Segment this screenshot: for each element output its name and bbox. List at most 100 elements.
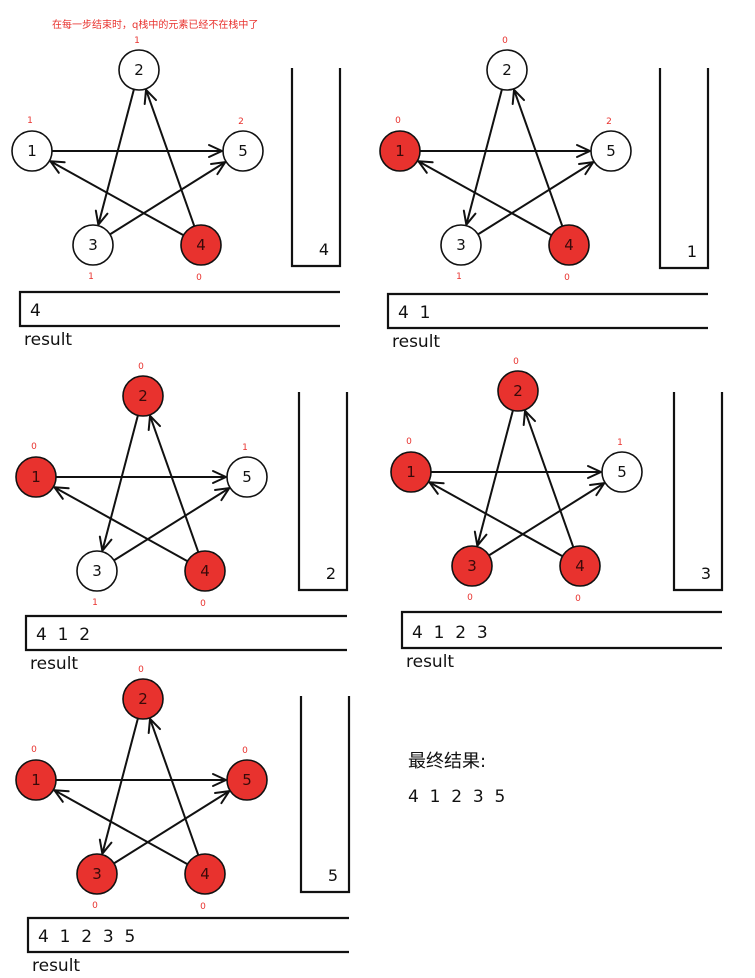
node-3-unvisited — [440, 224, 482, 266]
edge-2-to-3 — [101, 718, 139, 854]
node-label-4: 4 — [564, 236, 574, 254]
edge-3-to-5 — [113, 790, 230, 865]
node-3-visited — [76, 853, 118, 895]
edge-2-to-3 — [97, 89, 135, 225]
result-bar — [400, 610, 722, 650]
edge-4-to-1 — [53, 789, 189, 866]
edge-4-to-1 — [417, 160, 553, 237]
in-degree-2: 0 — [138, 362, 144, 372]
node-label-5: 5 — [617, 463, 627, 481]
edge-arrowhead-4-to-2 — [522, 409, 537, 427]
in-degree-1: 1 — [27, 116, 33, 126]
node-label-5: 5 — [606, 142, 616, 160]
in-degree-1: 0 — [31, 442, 37, 452]
node-3-unvisited — [76, 550, 118, 592]
node-label-2: 2 — [138, 387, 148, 405]
result-label: result — [24, 330, 72, 350]
in-degree-4: 0 — [575, 594, 581, 604]
node-1-visited — [15, 759, 57, 801]
result-label: result — [32, 956, 80, 976]
edge-arrowhead-2-to-3 — [462, 209, 477, 226]
edge-arrowhead-1-to-5 — [208, 144, 223, 158]
result-label: result — [406, 652, 454, 672]
in-degree-1: 0 — [395, 116, 401, 126]
result-value: 4 — [30, 301, 41, 321]
node-2-visited — [497, 370, 539, 412]
edge-arrowhead-2-to-3 — [473, 530, 488, 547]
node-1-visited — [379, 130, 421, 172]
edge-arrowhead-4-to-1 — [53, 789, 70, 803]
node-2-visited — [122, 375, 164, 417]
edge-arrowhead-2-to-3 — [98, 838, 113, 855]
result-value: 4 1 2 — [36, 625, 90, 645]
edge-arrowhead-4-to-1 — [417, 160, 434, 174]
node-4-visited — [184, 853, 226, 895]
in-degree-2: 0 — [513, 357, 519, 367]
stack-container — [672, 392, 724, 592]
node-label-1: 1 — [406, 463, 416, 481]
node-label-1: 1 — [31, 771, 41, 789]
edge-4-to-2 — [513, 89, 564, 227]
stack-value: 3 — [701, 564, 711, 583]
stack-container — [299, 696, 351, 894]
node-1-visited — [15, 456, 57, 498]
node-2-visited — [122, 678, 164, 720]
node-label-5: 5 — [242, 771, 252, 789]
in-degree-1: 0 — [406, 437, 412, 447]
node-label-3: 3 — [456, 236, 466, 254]
result-bar — [386, 292, 708, 330]
result-value: 4 1 2 3 5 — [38, 927, 135, 947]
edge-arrowhead-4-to-2 — [511, 88, 526, 106]
edge-arrowhead-4-to-1 — [53, 486, 70, 500]
edge-arrowhead-2-to-3 — [94, 209, 109, 226]
in-degree-5: 2 — [238, 117, 244, 127]
in-degree-1: 0 — [31, 745, 37, 755]
in-degree-3: 1 — [456, 272, 462, 282]
edge-arrowhead-2-to-3 — [98, 535, 113, 552]
in-degree-2: 1 — [134, 36, 140, 46]
edge-arrowhead-3-to-5 — [578, 161, 595, 176]
result-value: 4 1 — [398, 303, 430, 323]
node-4-visited — [180, 224, 222, 266]
edge-3-to-5 — [113, 487, 230, 562]
node-4-visited — [559, 545, 601, 587]
stack-container — [297, 392, 349, 592]
stack-container — [658, 68, 710, 270]
node-1-visited — [390, 451, 432, 493]
result-label: result — [392, 332, 440, 352]
node-5-unvisited — [222, 130, 264, 172]
edge-arrowhead-3-to-5 — [589, 482, 606, 497]
in-degree-4: 0 — [200, 902, 206, 912]
in-degree-4: 0 — [196, 273, 202, 283]
result-value: 4 1 2 3 — [412, 623, 488, 643]
edge-4-to-2 — [145, 89, 196, 227]
in-degree-3: 1 — [92, 598, 98, 608]
node-label-1: 1 — [27, 142, 37, 160]
node-4-visited — [548, 224, 590, 266]
stack-container — [290, 68, 342, 268]
in-degree-5: 0 — [242, 746, 248, 756]
edge-4-to-2 — [149, 415, 200, 553]
stack-value: 1 — [687, 242, 697, 261]
node-label-5: 5 — [242, 468, 252, 486]
edge-arrowhead-1-to-5 — [212, 773, 227, 787]
in-degree-3: 1 — [88, 272, 94, 282]
in-degree-4: 0 — [564, 273, 570, 283]
node-label-1: 1 — [395, 142, 405, 160]
node-3-unvisited — [72, 224, 114, 266]
result-bar — [26, 916, 349, 954]
edge-arrowhead-1-to-5 — [212, 470, 227, 484]
edge-arrowhead-3-to-5 — [214, 487, 231, 502]
edge-arrowhead-1-to-5 — [576, 144, 591, 158]
node-3-visited — [451, 545, 493, 587]
node-4-visited — [184, 550, 226, 592]
edge-arrowhead-1-to-5 — [587, 465, 602, 479]
edge-2-to-3 — [476, 410, 514, 546]
edge-arrowhead-4-to-1 — [428, 481, 445, 495]
edge-4-to-1 — [53, 486, 189, 563]
node-5-unvisited — [226, 456, 268, 498]
